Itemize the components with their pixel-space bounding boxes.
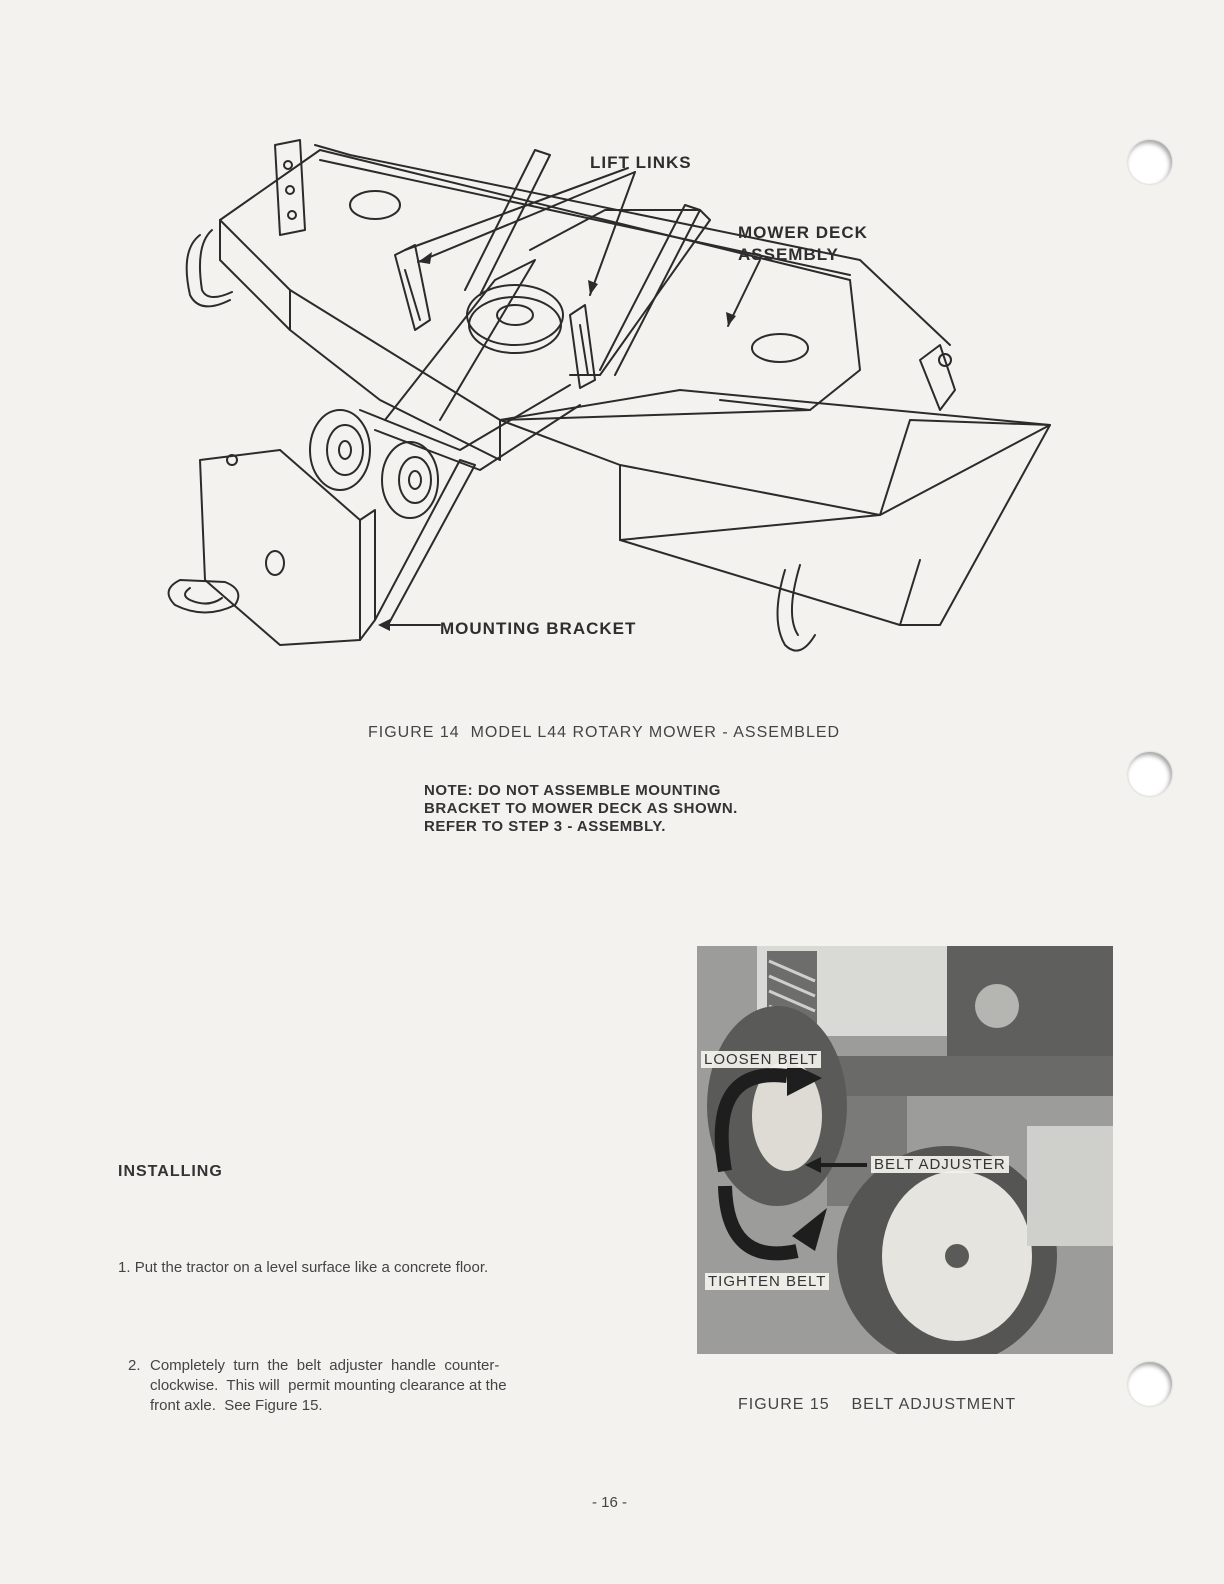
step-2-number: 2.	[128, 1357, 141, 1374]
belt-adjustment-photo: LOOSEN BELT BELT ADJUSTER TIGHTEN BELT	[697, 946, 1113, 1354]
label-loosen-belt: LOOSEN BELT	[701, 1051, 822, 1068]
note-line-1: NOTE: DO NOT ASSEMBLE MOUNTING	[424, 782, 721, 799]
callout-mounting-bracket: MOUNTING BRACKET	[440, 619, 637, 638]
section-heading-installing: INSTALLING	[118, 1163, 223, 1180]
binder-hole-bottom	[1128, 1362, 1172, 1406]
mower-deck-illustration	[167, 139, 1051, 652]
figure-15-caption: FIGURE 15 BELT ADJUSTMENT	[738, 1396, 1017, 1413]
binder-hole-middle	[1128, 752, 1172, 796]
step-1-number: 1.	[118, 1259, 131, 1276]
callout-mower-deck-line2: ASSEMBLY	[738, 245, 839, 264]
step-2: 2. Completely turn the belt adjuster han…	[128, 1356, 598, 1416]
step-2-text-line1: Completely turn the belt adjuster handle…	[150, 1357, 500, 1374]
tractor-front-photo	[697, 946, 1113, 1354]
note-line-2: BRACKET TO MOWER DECK AS SHOWN.	[424, 800, 738, 817]
page-number: - 16 -	[592, 1494, 628, 1511]
step-2-text-line2: clockwise. This will permit mounting cle…	[150, 1377, 507, 1394]
figure-14-caption: FIGURE 14 MODEL L44 ROTARY MOWER - ASSEM…	[368, 724, 841, 741]
label-belt-adjuster: BELT ADJUSTER	[871, 1156, 1009, 1173]
label-tighten-belt: TIGHTEN BELT	[705, 1273, 830, 1290]
step-1: 1. Put the tractor on a level surface li…	[118, 1258, 618, 1278]
callout-lift-links: LIFT LINKS	[590, 153, 692, 172]
note-line-3: REFER TO STEP 3 - ASSEMBLY.	[424, 818, 666, 835]
step-2-text-line3: front axle. See Figure 15.	[150, 1397, 323, 1414]
step-1-text: Put the tractor on a level surface like …	[134, 1259, 489, 1276]
binder-hole-top	[1128, 140, 1172, 184]
callout-mower-deck-line1: MOWER DECK	[738, 223, 868, 242]
assembly-note: NOTE: DO NOT ASSEMBLE MOUNTING BRACKET T…	[424, 782, 738, 836]
